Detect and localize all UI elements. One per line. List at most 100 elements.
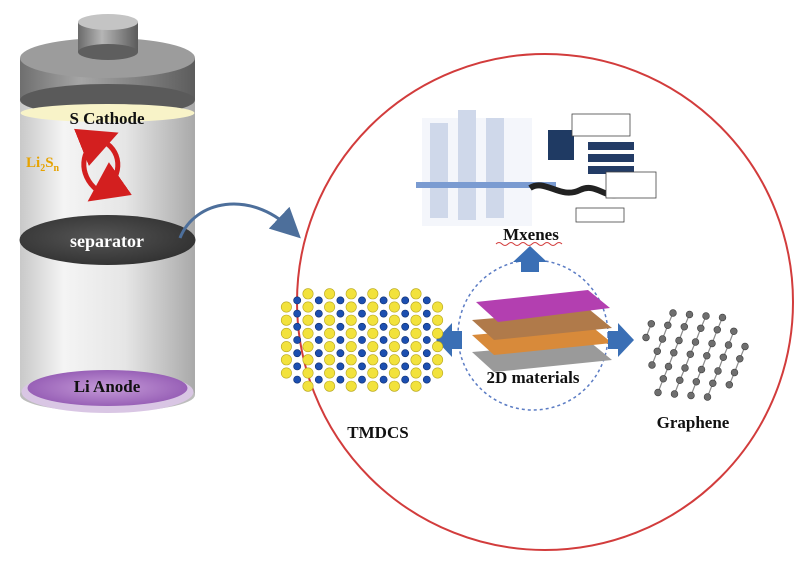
graphene-atom bbox=[697, 365, 706, 374]
tmdcs-atom bbox=[336, 349, 345, 358]
graphene-atom bbox=[741, 342, 749, 351]
graphene-atom bbox=[697, 324, 705, 332]
mxenes-label: Mxenes bbox=[503, 225, 559, 244]
tmdcs-atom bbox=[280, 341, 292, 353]
tmdcs-atom bbox=[293, 309, 302, 318]
tmdcs-atom bbox=[422, 375, 431, 384]
tmdcs-atom bbox=[422, 309, 431, 318]
tmdcs-atom bbox=[302, 314, 314, 326]
polysulfide-cycle-arrows bbox=[73, 128, 132, 202]
tmdcs-atom bbox=[336, 336, 345, 344]
graphene-atom bbox=[709, 379, 717, 387]
tmdcs-atom bbox=[410, 354, 422, 366]
graphene-atom bbox=[670, 390, 679, 398]
tmdcs-atom bbox=[401, 362, 410, 371]
tmdcs-atom bbox=[302, 327, 314, 339]
graphene-atom bbox=[653, 347, 661, 355]
tmdcs-atom bbox=[432, 327, 444, 339]
tmdcs-atom bbox=[388, 380, 400, 392]
tmdcs-atom bbox=[401, 375, 410, 384]
battery-terminal-top bbox=[78, 14, 138, 30]
center-label: 2D materials bbox=[486, 368, 579, 387]
graphene-atom bbox=[664, 362, 673, 371]
tmdcs-atom bbox=[280, 301, 292, 313]
separator-label: separator bbox=[70, 231, 144, 251]
tmdcs-atom bbox=[422, 296, 431, 305]
graphene-atom bbox=[687, 391, 695, 400]
tmdcs-atom bbox=[336, 309, 345, 318]
tmdcs-atom bbox=[410, 314, 422, 326]
tmdcs-atom bbox=[367, 380, 379, 392]
tmdcs-atom bbox=[422, 336, 431, 344]
tmdcs-atom bbox=[345, 301, 357, 313]
graphene-atom bbox=[658, 335, 667, 343]
tmdcs-atom bbox=[401, 349, 410, 358]
graphene-atom bbox=[725, 381, 733, 389]
tmdcs-atom bbox=[302, 301, 314, 313]
tmdcs-atom bbox=[367, 327, 379, 339]
tmdcs-atom bbox=[293, 375, 302, 384]
tmdcs-atom bbox=[379, 322, 388, 331]
tmdcs-atom bbox=[388, 314, 400, 326]
tmdcs-atom bbox=[410, 341, 422, 353]
graphene-atom bbox=[718, 313, 727, 322]
arrow-right bbox=[608, 323, 634, 357]
tmdcs-atom bbox=[345, 341, 357, 353]
graphene-atom bbox=[736, 355, 744, 363]
polysulfide-label: Li2Sn bbox=[26, 155, 60, 174]
tmdcs-atom bbox=[293, 349, 302, 358]
tmdcs-atom bbox=[379, 309, 388, 318]
tmdcs-atom bbox=[345, 314, 357, 326]
tmdcs-atom bbox=[358, 349, 366, 358]
tmdcs-atom bbox=[379, 336, 388, 344]
tmdcs-atom bbox=[302, 341, 314, 353]
tmdcs-atom bbox=[302, 380, 314, 392]
mxene-sheet-2 bbox=[588, 154, 634, 162]
layer-magenta bbox=[476, 290, 610, 322]
tmdcs-atom bbox=[422, 362, 431, 371]
mxene-sheet-1 bbox=[588, 142, 634, 150]
tmdcs-atom bbox=[345, 327, 357, 339]
tmdcs-atom bbox=[432, 354, 444, 366]
tmdcs-atom bbox=[367, 301, 379, 313]
tmdcs-atom bbox=[324, 341, 336, 353]
graphene-lattice bbox=[642, 309, 749, 401]
tmdcs-label: TMDCS bbox=[347, 423, 408, 442]
tmdcs-atom bbox=[358, 336, 366, 344]
mxene-column-1 bbox=[430, 123, 448, 218]
mxenes-schematic bbox=[416, 110, 657, 226]
graphene-atom bbox=[670, 349, 678, 357]
tmdcs-atom bbox=[432, 301, 444, 313]
graphene-atom bbox=[730, 368, 739, 377]
mxene-sheet-3 bbox=[588, 166, 634, 174]
anode-disc bbox=[27, 370, 188, 406]
mxene-note-box-3 bbox=[575, 207, 625, 223]
graphene-label: Graphene bbox=[657, 413, 730, 432]
tmdcs-atom bbox=[336, 296, 345, 305]
cycle-arrow-down bbox=[87, 137, 132, 202]
tmdcs-atom bbox=[324, 327, 336, 339]
mxene-note-box-2 bbox=[605, 171, 657, 199]
tmdcs-atom bbox=[388, 301, 400, 313]
tmdcs-atom bbox=[410, 327, 422, 339]
tmdcs-atom bbox=[432, 341, 444, 353]
tmdcs-atom bbox=[388, 341, 400, 353]
tmdcs-atom bbox=[314, 336, 323, 344]
graphene-atom bbox=[676, 376, 684, 384]
graphene-atom bbox=[675, 336, 683, 345]
tmdcs-atom bbox=[324, 314, 336, 326]
graphene-atom bbox=[691, 338, 700, 346]
graphene-atom bbox=[730, 327, 738, 335]
tmdcs-atom bbox=[410, 380, 422, 392]
tmdcs-atom bbox=[293, 296, 302, 305]
tmdcs-atom bbox=[314, 322, 323, 331]
tmdcs-atom bbox=[379, 375, 388, 384]
graphene-atom bbox=[664, 321, 672, 329]
graphene-atom bbox=[713, 326, 721, 334]
tmdcs-atom bbox=[336, 322, 345, 331]
battery-terminal-base bbox=[78, 44, 138, 60]
tmdcs-atom bbox=[280, 327, 292, 339]
tmdcs-atom bbox=[293, 336, 302, 344]
